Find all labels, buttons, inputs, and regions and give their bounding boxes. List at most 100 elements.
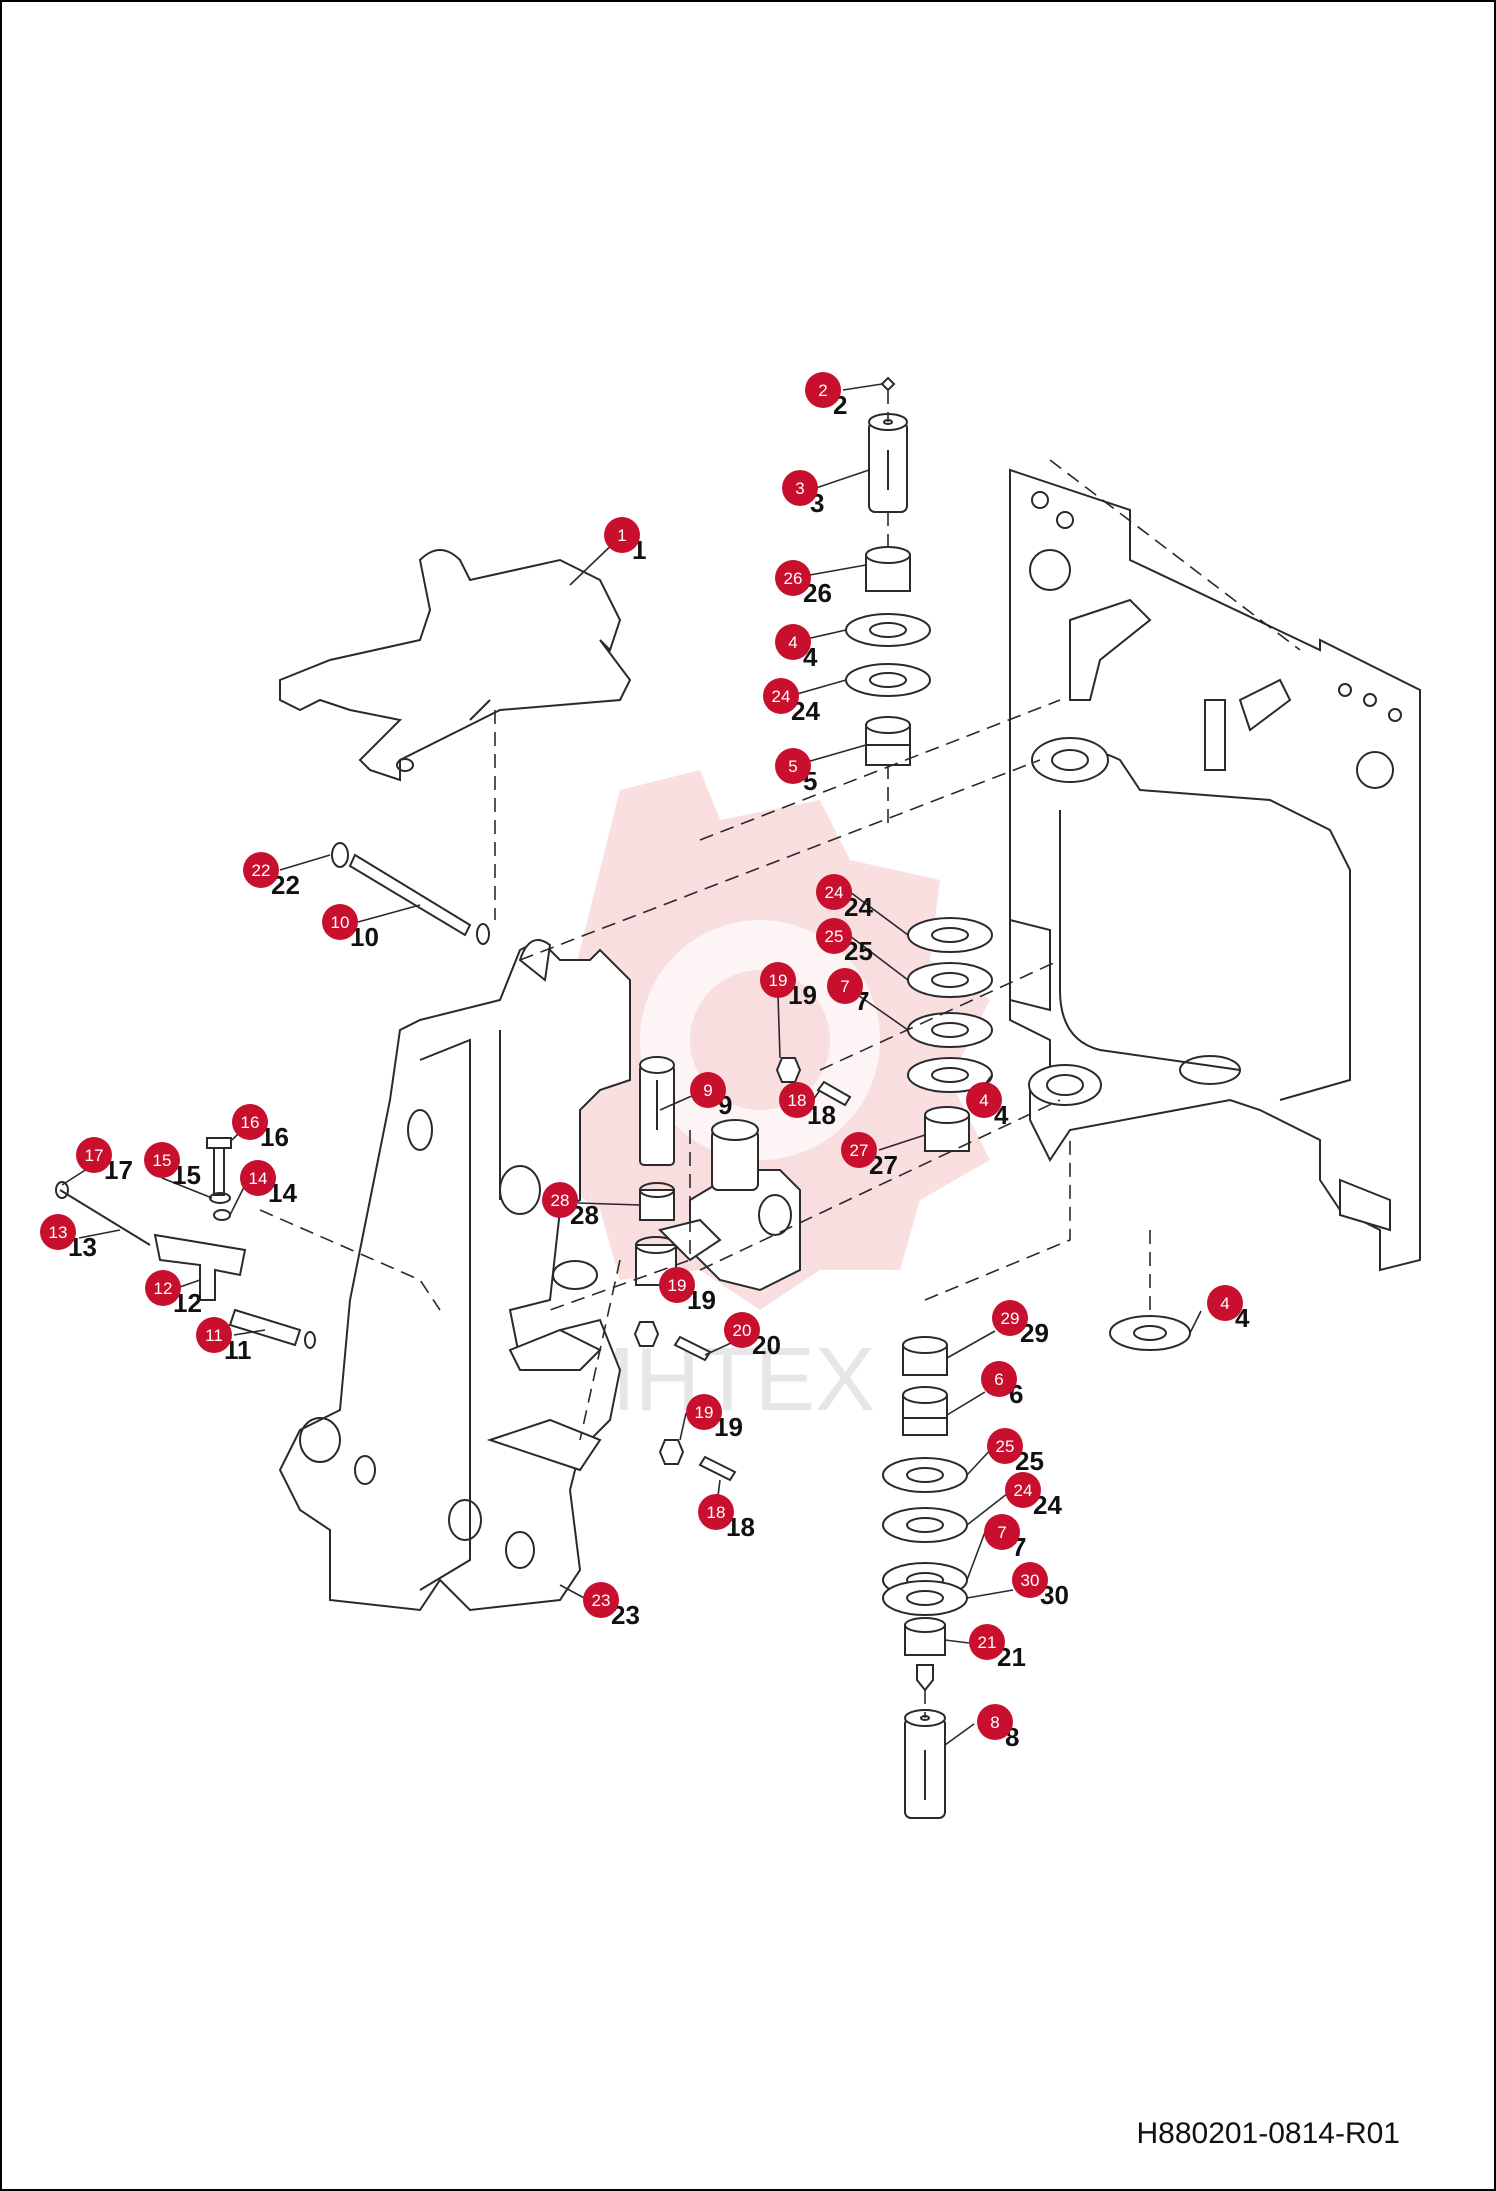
callout-badge	[1012, 1562, 1048, 1598]
fastener-set	[633, 1057, 852, 1482]
callout-4: 44	[966, 1082, 1009, 1130]
callout-badge	[760, 962, 796, 998]
callout-9: 99	[690, 1072, 732, 1120]
callout-badge-label: 27	[850, 1141, 869, 1160]
callout-badge	[40, 1214, 76, 1250]
callout-5: 55	[775, 748, 817, 796]
callout-badge-label: 8	[990, 1713, 999, 1732]
callout-badge-label: 26	[784, 569, 803, 588]
callout-badge-label: 24	[1014, 1481, 1033, 1500]
callout-badge	[322, 904, 358, 940]
callout-badge-label: 9	[703, 1081, 712, 1100]
callout-badge	[779, 1082, 815, 1118]
callout-badge-label: 12	[154, 1279, 173, 1298]
callout-badge-label: 4	[1220, 1294, 1229, 1313]
callout-badge-label: 16	[241, 1113, 260, 1132]
callout-badge-label: 29	[1001, 1309, 1020, 1328]
callout-badge-label: 3	[795, 479, 804, 498]
part-23-boom-arm	[278, 938, 631, 1612]
pivot-block	[658, 1119, 801, 1292]
callout-badge-label: 4	[788, 633, 797, 652]
callout-7: 77	[984, 1514, 1026, 1562]
part-4-washer	[1109, 1315, 1191, 1351]
callout-4: 44	[775, 624, 818, 672]
callout-badge-label: 24	[825, 883, 844, 902]
part-12-bracket	[55, 1181, 316, 1349]
callout-badge	[984, 1514, 1020, 1550]
callout-badge-label: 19	[695, 1403, 714, 1422]
callout-badge-label: 6	[994, 1370, 1003, 1389]
upper-pin-stack	[845, 376, 931, 766]
callout-7: 77	[827, 968, 869, 1016]
callout-badge-label: 4	[979, 1091, 988, 1110]
callout-badge	[977, 1704, 1013, 1740]
callout-badge	[775, 624, 811, 660]
callout-layer: 1122332626442424552222101024242525191977…	[40, 372, 1250, 1752]
callout-badge	[724, 1312, 760, 1348]
callout-badge-label: 17	[85, 1146, 104, 1165]
callout-badge-label: 10	[331, 913, 350, 932]
part-1-plate	[279, 549, 632, 782]
callout-badge	[542, 1182, 578, 1218]
callout-badge-label: 5	[788, 757, 797, 776]
callout-badge	[816, 918, 852, 954]
part-10-pin	[331, 842, 490, 945]
callout-badge-label: 7	[997, 1523, 1006, 1542]
callout-badge	[144, 1142, 180, 1178]
callout-badge-label: 30	[1021, 1571, 1040, 1590]
callout-badge-label: 14	[249, 1169, 268, 1188]
callout-badge	[232, 1104, 268, 1140]
callout-badge	[992, 1300, 1028, 1336]
callout-badge	[698, 1494, 734, 1530]
callout-badge	[782, 470, 818, 506]
callout-badge	[987, 1428, 1023, 1464]
callout-badge	[775, 748, 811, 784]
callout-badge	[583, 1582, 619, 1618]
callout-1: 11	[604, 517, 646, 565]
callout-badge	[841, 1132, 877, 1168]
callout-badge	[604, 517, 640, 553]
callout-badge	[196, 1317, 232, 1353]
callout-badge-label: 2	[818, 381, 827, 400]
frame-bracket	[1009, 459, 1421, 1272]
callout-badge-label: 19	[769, 971, 788, 990]
callout-badge	[1207, 1285, 1243, 1321]
callout-badge-label: 18	[788, 1091, 807, 1110]
callout-badge-label: 28	[551, 1191, 570, 1210]
callout-badge-label: 20	[733, 1321, 752, 1340]
callout-leaders	[61, 383, 1202, 1746]
drawing-id: H880201-0814-R01	[1136, 2117, 1400, 2150]
callout-badge	[969, 1624, 1005, 1660]
callout-4: 44	[1207, 1285, 1250, 1333]
callout-badge	[240, 1160, 276, 1196]
middle-washer-stack	[907, 917, 993, 1152]
callout-badge-label: 15	[153, 1151, 172, 1170]
callout-2: 22	[805, 372, 847, 420]
callout-badge-label: 11	[205, 1326, 223, 1345]
callout-badge-label: 24	[772, 687, 791, 706]
